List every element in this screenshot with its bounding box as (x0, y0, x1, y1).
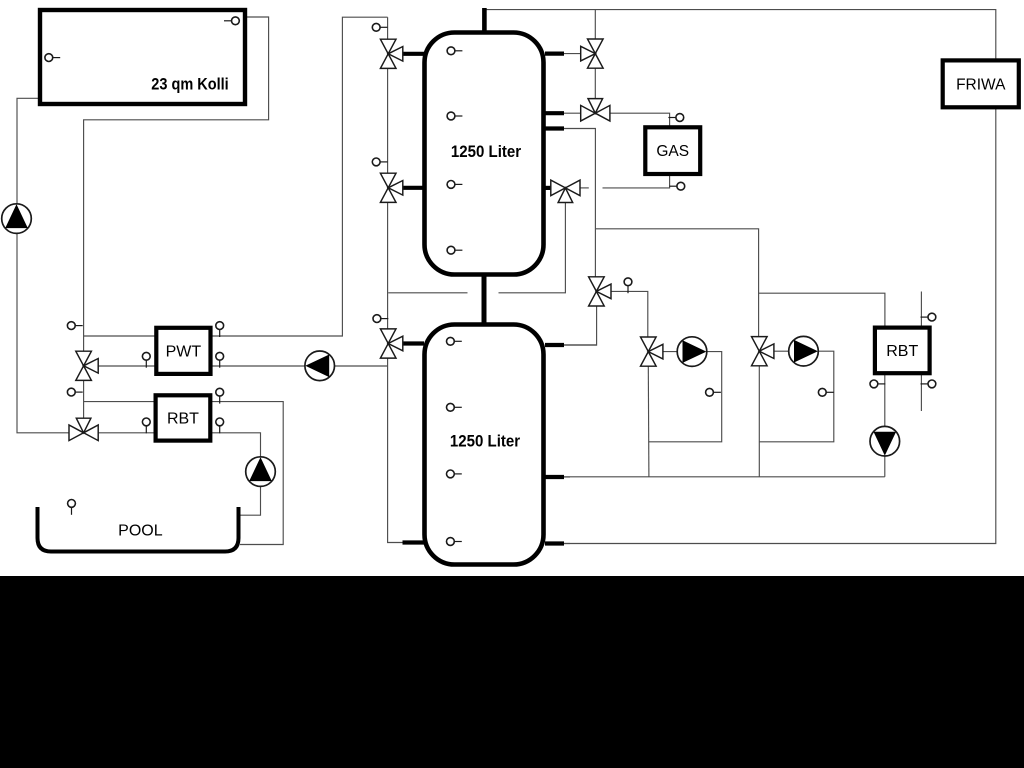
svg-text:GAS: GAS (656, 143, 689, 160)
svg-text:POOL: POOL (118, 522, 163, 539)
svg-text:1250 Liter: 1250 Liter (450, 432, 520, 451)
svg-text:FRIWA: FRIWA (956, 76, 1006, 93)
svg-text:23 qm Kolli: 23 qm Kolli (151, 75, 228, 93)
svg-text:1250 Liter: 1250 Liter (451, 142, 521, 161)
svg-text:RBT: RBT (886, 343, 918, 360)
svg-text:PWT: PWT (166, 344, 202, 361)
svg-text:RBT: RBT (167, 411, 199, 428)
